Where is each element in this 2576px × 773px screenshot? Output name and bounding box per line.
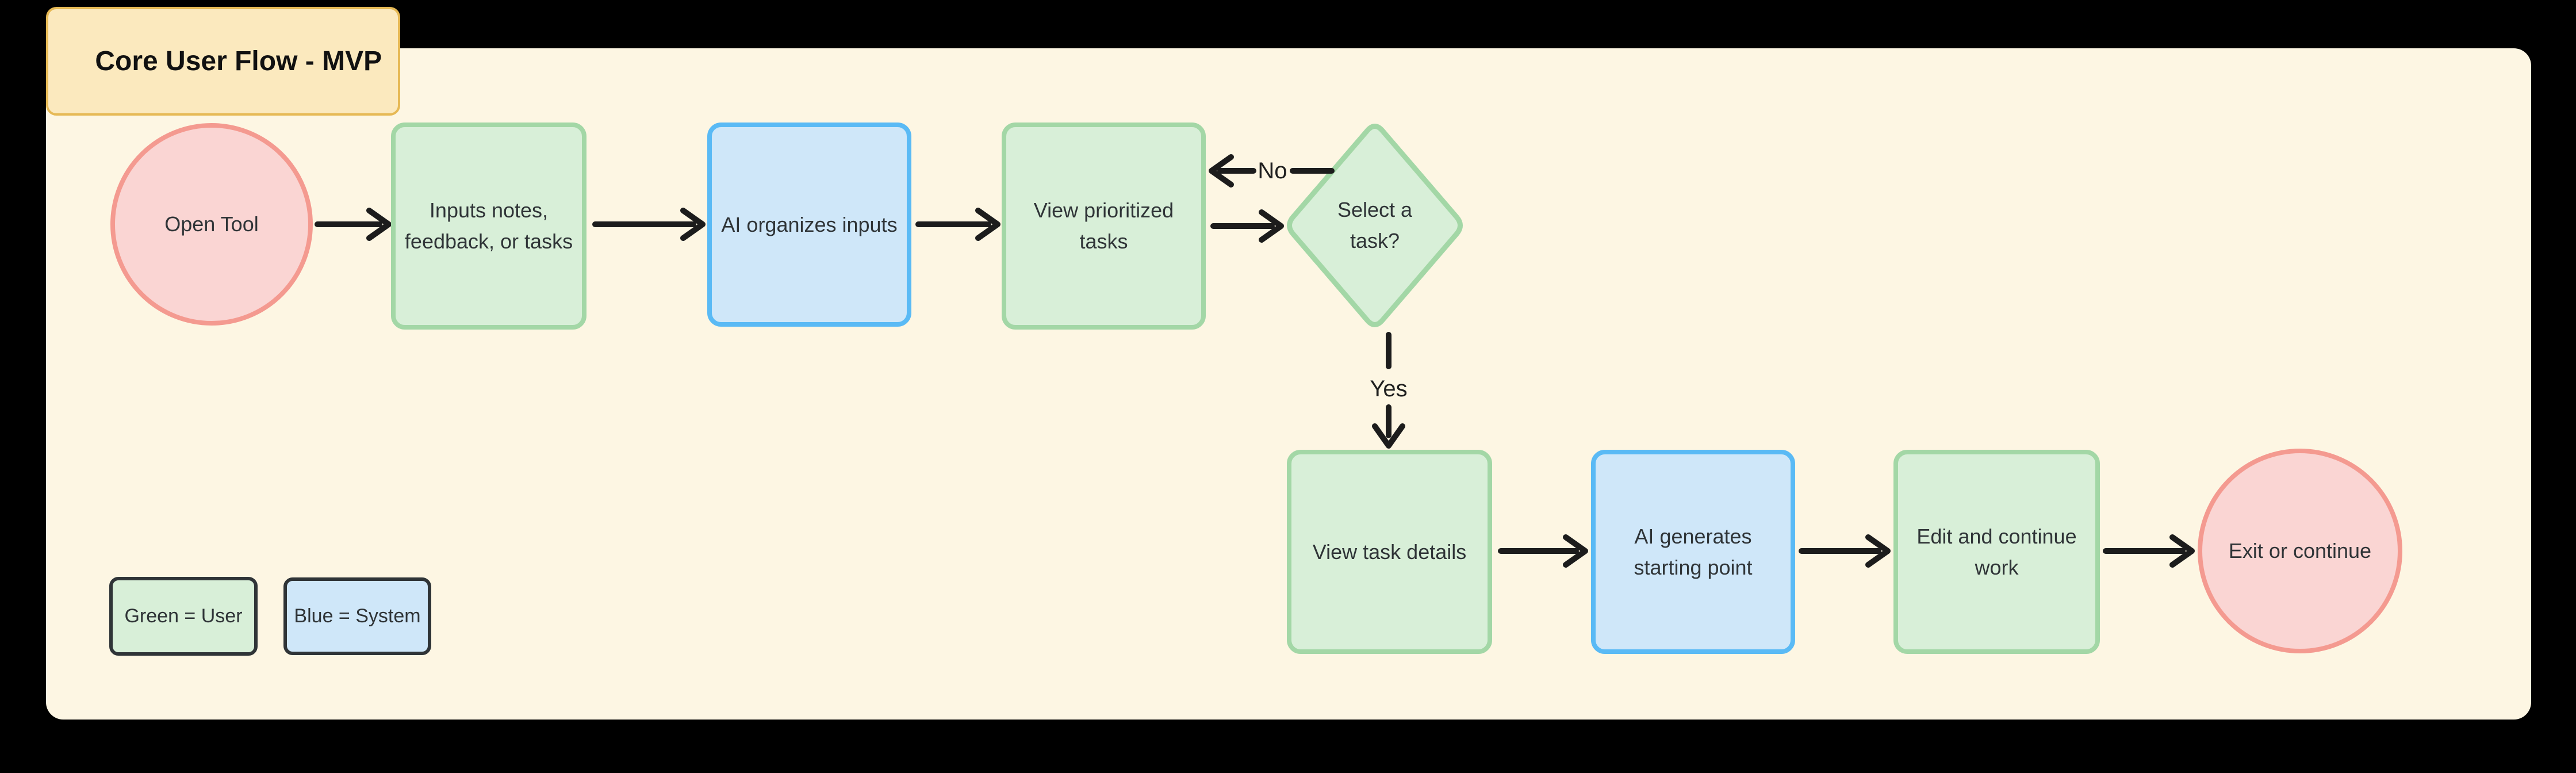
node-start: Open Tool <box>110 123 313 326</box>
legend-blue-system-label: Blue = System <box>294 605 421 627</box>
diagram-title-badge: Core User Flow - MVP <box>46 7 401 116</box>
node-edit-continue: Edit and continue work <box>1893 450 2100 654</box>
legend-green-user-label: Green = User <box>124 605 243 627</box>
node-ai-generates: AI generates starting point <box>1591 450 1795 654</box>
edge-label-no: No <box>1258 158 1287 183</box>
node-end-label: Exit or continue <box>2228 539 2372 562</box>
node-view-prioritized: View prioritized tasks <box>1002 123 1206 330</box>
node-inputs-notes-label: Inputs notes, feedback, or tasks <box>404 198 573 253</box>
node-end: Exit or continue <box>2198 449 2402 653</box>
node-ai-organizes: AI organizes inputs <box>707 123 911 327</box>
node-view-task-details-label: View task details <box>1312 539 1467 564</box>
node-edit-continue-label: Edit and continue work <box>1916 524 2077 579</box>
node-decision-label: Select a task? <box>1337 198 1413 252</box>
diagram-title: Core User Flow - MVP <box>95 46 382 76</box>
node-view-prioritized-label: View prioritized tasks <box>1033 198 1174 253</box>
node-start-label: Open Tool <box>164 212 259 236</box>
node-inputs-notes: Inputs notes, feedback, or tasks <box>391 123 586 330</box>
edge-label-yes: Yes <box>1370 376 1408 401</box>
node-view-task-details: View task details <box>1287 450 1492 654</box>
node-ai-organizes-label: AI organizes inputs <box>721 212 898 236</box>
legend-green-user: Green = User <box>109 577 258 656</box>
node-ai-generates-label: AI generates starting point <box>1634 524 1753 579</box>
legend-blue-system: Blue = System <box>283 577 431 655</box>
